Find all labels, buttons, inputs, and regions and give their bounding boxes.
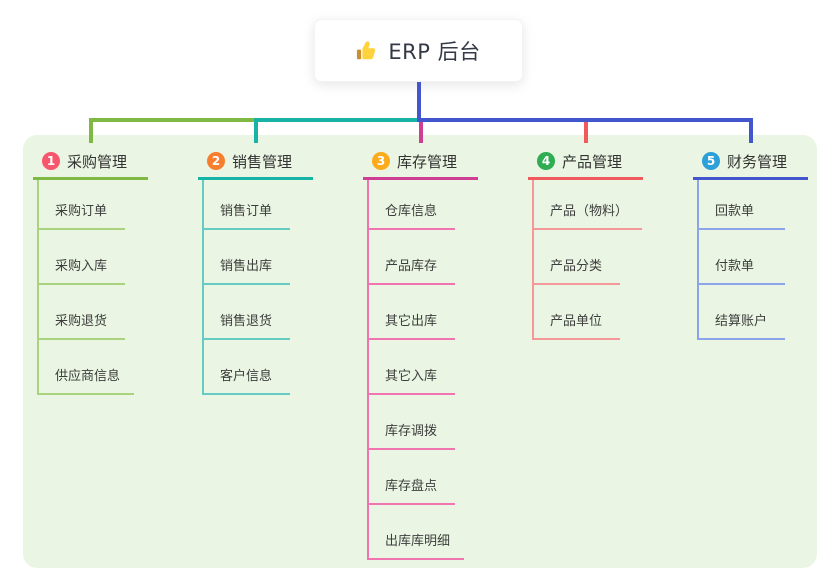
root-connector-vertical	[416, 82, 421, 118]
child-node[interactable]: 仓库信息	[367, 202, 455, 230]
branch-bracket-line-4	[532, 180, 534, 340]
child-node[interactable]: 产品库存	[367, 257, 455, 285]
branch-drop-line-1	[88, 118, 93, 143]
child-node[interactable]: 供应商信息	[37, 367, 135, 395]
mindmap-panel	[23, 135, 817, 568]
branch-label: 产品管理	[562, 152, 623, 171]
branch-header-1[interactable]: 1 采购管理	[33, 145, 148, 180]
child-node[interactable]: 销售出库	[202, 257, 290, 285]
branch-label: 财务管理	[727, 152, 788, 171]
branch-drop-line-4	[583, 122, 588, 143]
child-node[interactable]: 销售订单	[202, 202, 290, 230]
child-node[interactable]: 结算账户	[697, 312, 785, 340]
branch-number-badge: 4	[537, 152, 555, 170]
branch-number-badge: 5	[702, 152, 720, 170]
branch-label: 采购管理	[67, 152, 128, 171]
child-node[interactable]: 其它入库	[367, 367, 455, 395]
child-node[interactable]: 库存调拨	[367, 422, 455, 450]
child-node[interactable]: 产品分类	[532, 257, 620, 285]
child-node[interactable]: 出库库明细	[367, 532, 465, 560]
child-node[interactable]: 采购入库	[37, 257, 125, 285]
child-node[interactable]: 付款单	[697, 257, 785, 285]
branch-header-4[interactable]: 4 产品管理	[528, 145, 643, 180]
branch-drop-line-5	[748, 118, 753, 143]
child-node[interactable]: 产品单位	[532, 312, 620, 340]
branch-drop-line-3	[418, 122, 423, 143]
root-node-label: ERP 后台	[388, 39, 481, 64]
branch-number-badge: 1	[42, 152, 60, 170]
branch-label: 库存管理	[397, 152, 458, 171]
branch-number-badge: 2	[207, 152, 225, 170]
branch-drop-line-2	[253, 118, 258, 143]
branch-bracket-line-5	[697, 180, 699, 340]
child-node[interactable]: 产品（物料）	[532, 202, 643, 230]
branch-bracket-line-1	[37, 180, 39, 395]
child-node[interactable]: 库存盘点	[367, 477, 455, 505]
branch-header-2[interactable]: 2 销售管理	[198, 145, 313, 180]
bus-segment-green	[88, 118, 256, 122]
root-node[interactable]: ERP 后台	[314, 19, 523, 82]
branch-header-3[interactable]: 3 库存管理	[363, 145, 478, 180]
child-node[interactable]: 采购订单	[37, 202, 125, 230]
bus-segment-blue	[416, 118, 753, 122]
child-node[interactable]: 回款单	[697, 202, 785, 230]
branch-bracket-line-3	[367, 180, 369, 560]
thumbs-up-icon	[357, 40, 376, 59]
child-node[interactable]: 销售退货	[202, 312, 290, 340]
bus-segment-teal	[253, 118, 421, 122]
branch-bracket-line-2	[202, 180, 204, 395]
branch-label: 销售管理	[232, 152, 293, 171]
child-node[interactable]: 采购退货	[37, 312, 125, 340]
child-node[interactable]: 客户信息	[202, 367, 290, 395]
branch-header-5[interactable]: 5 财务管理	[693, 145, 808, 180]
child-node[interactable]: 其它出库	[367, 312, 455, 340]
branch-number-badge: 3	[372, 152, 390, 170]
